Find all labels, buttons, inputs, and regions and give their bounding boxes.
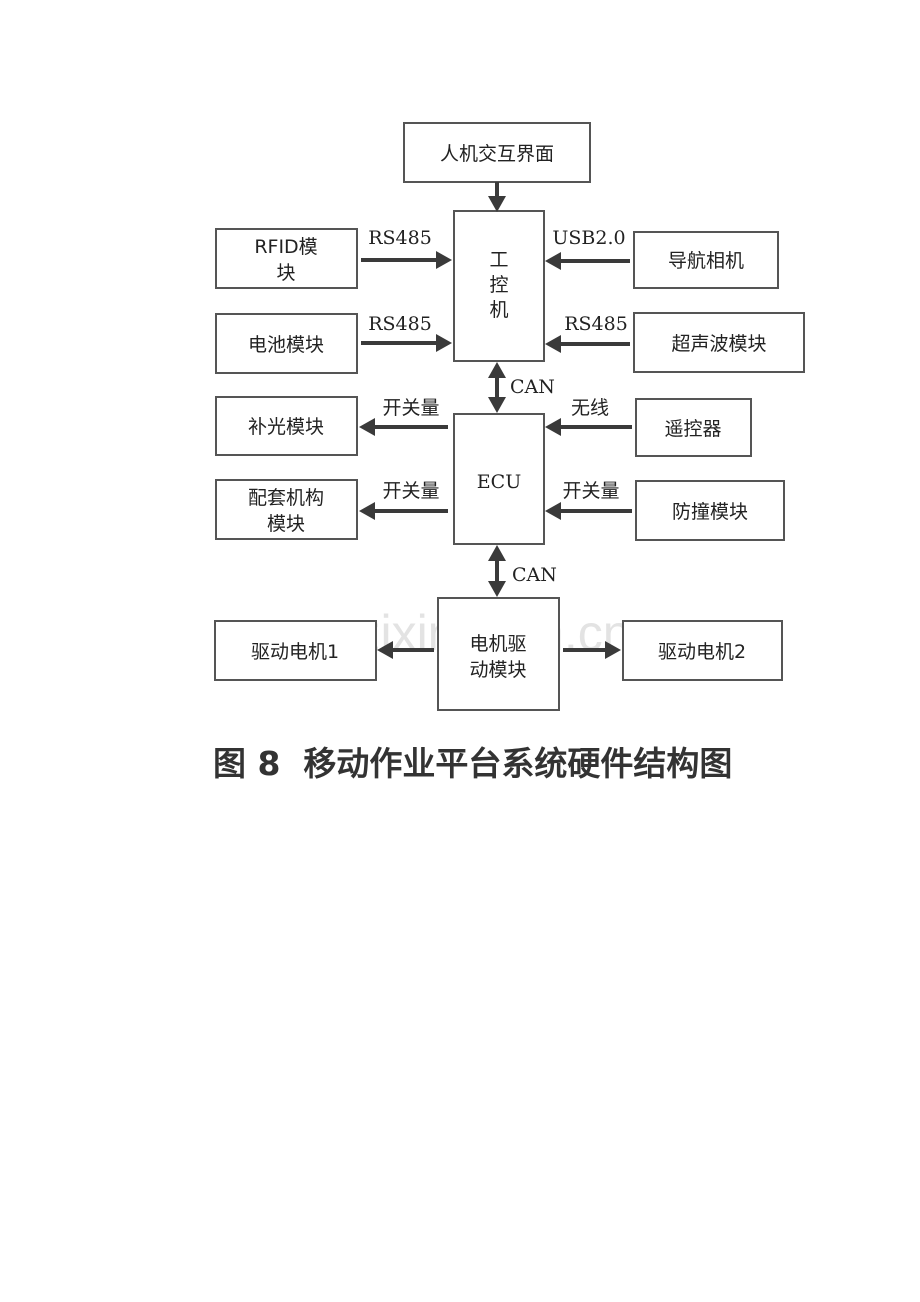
arrow-bumper-ecu (545, 502, 632, 520)
node-motor2: 驱动电机2 (622, 620, 783, 681)
node-ipc-label-2: 控 (489, 274, 508, 296)
arrow-ecu-lighting (359, 418, 448, 436)
node-driver-label-2: 动模块 (469, 659, 526, 681)
arrow-ipc-ecu (488, 362, 506, 413)
node-battery-label: 电池模块 (248, 334, 324, 356)
node-ecu-label: ECU (477, 471, 521, 493)
arrow-battery-ipc (361, 334, 452, 352)
node-ipc-label-1: 工 (489, 249, 508, 271)
link-label-remote-ecu: 无线 (571, 397, 609, 419)
arrow-ultrasonic-ipc (545, 335, 630, 353)
link-label-bumper-ecu: 开关量 (562, 480, 619, 502)
arrow-ecu-mechanism (359, 502, 448, 520)
node-lighting: 补光模块 (215, 396, 358, 456)
node-motor2-label: 驱动电机2 (658, 641, 746, 663)
node-ecu: ECU (453, 413, 545, 545)
link-label-ecu-lighting: 开关量 (382, 397, 439, 419)
node-rfid: RFID模 块 (215, 228, 358, 289)
arrow-driver-motor2 (563, 641, 621, 659)
node-ipc-label-3: 机 (489, 299, 508, 321)
node-driver-label-1: 电机驱 (469, 633, 526, 655)
node-battery: 电池模块 (215, 313, 358, 374)
node-rfid-label-1: RFID模 (254, 236, 317, 258)
node-mechanism-label-1: 配套机构 (248, 487, 324, 509)
link-label-ecu-mechanism: 开关量 (382, 480, 439, 502)
link-label-rfid-ipc: RS485 (368, 227, 432, 249)
node-motor1-label: 驱动电机1 (251, 641, 339, 663)
node-ultrasonic-label: 超声波模块 (671, 333, 766, 355)
node-lighting-label: 补光模块 (248, 416, 324, 438)
node-remote: 遥控器 (635, 398, 752, 457)
link-label-camera-ipc: USB2.0 (552, 227, 625, 249)
node-camera: 导航相机 (633, 231, 779, 289)
node-camera-label: 导航相机 (668, 250, 744, 272)
arrow-driver-motor1 (377, 641, 434, 659)
node-mechanism: 配套机构 模块 (215, 479, 358, 540)
arrow-hmi-ipc (488, 182, 506, 212)
link-label-ultrasonic-ipc: RS485 (564, 313, 628, 335)
node-bumper: 防撞模块 (635, 480, 785, 541)
node-rfid-label-2: 块 (276, 262, 295, 284)
link-label-ecu-driver: CAN (512, 564, 557, 586)
node-driver: 电机驱 动模块 (437, 597, 560, 711)
link-label-battery-ipc: RS485 (368, 313, 432, 335)
node-ipc: 工 控 机 (453, 210, 545, 362)
node-ultrasonic: 超声波模块 (633, 312, 805, 373)
node-remote-label: 遥控器 (664, 418, 721, 440)
node-hmi-label: 人机交互界面 (440, 143, 554, 165)
link-label-ipc-ecu: CAN (510, 376, 555, 398)
arrow-remote-ecu (545, 418, 632, 436)
arrow-rfid-ipc (361, 251, 452, 269)
node-bumper-label: 防撞模块 (672, 501, 748, 523)
node-motor1: 驱动电机1 (214, 620, 377, 681)
arrow-camera-ipc (545, 252, 630, 270)
node-mechanism-label-2: 模块 (267, 513, 305, 535)
node-hmi: 人机交互界面 (403, 122, 591, 183)
arrow-ecu-driver (488, 545, 506, 597)
figure-caption: 图 8 移动作业平台系统硬件结构图 (213, 744, 732, 783)
